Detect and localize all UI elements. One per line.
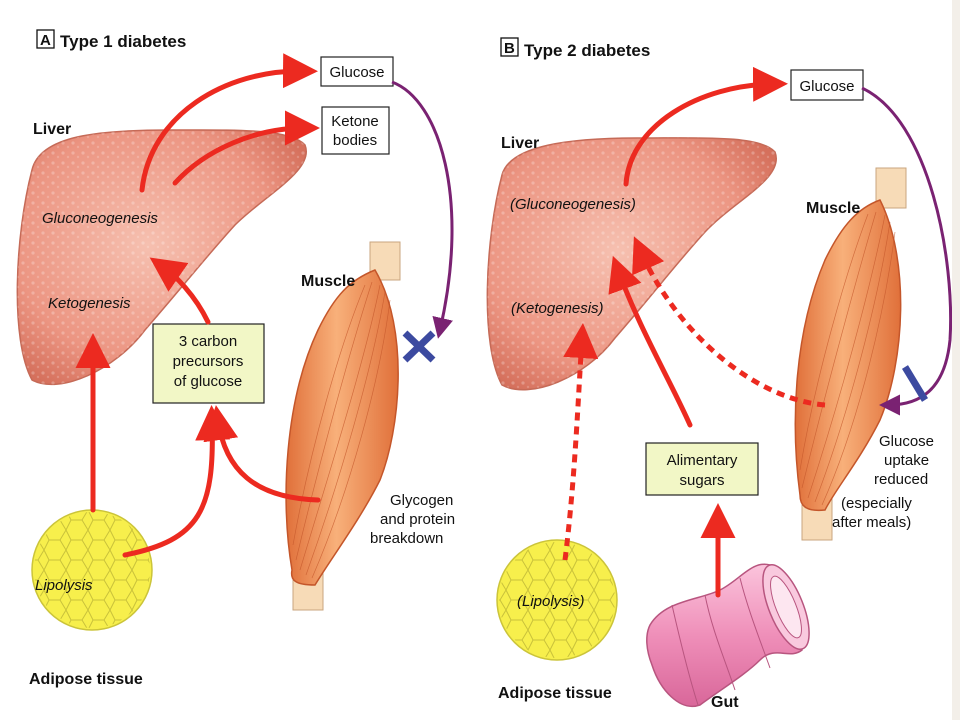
panel-a-title: Type 1 diabetes (60, 32, 186, 51)
glucose-b-text: Glucose (799, 78, 854, 95)
edge-strip (952, 0, 960, 720)
muscle-b (794, 167, 907, 541)
uptake-b-line3: reduced (874, 471, 928, 488)
panel-b-letter: B (504, 40, 515, 57)
panel-b: B Type 2 diabetes Liver (Gluconeogenesis… (486, 37, 953, 711)
panel-b-letter-box (500, 37, 519, 57)
ketogenesis-b-label: (Ketogenesis) (511, 300, 604, 317)
arrow-liver-to-glucose-a (139, 53, 318, 193)
uptake-b-line5: after meals) (832, 514, 911, 531)
muscle-a-label: Muscle (301, 273, 355, 290)
adipose-a-label: Adipose tissue (29, 671, 143, 688)
panel-b-title: Type 2 diabetes (524, 41, 650, 60)
breakdown-a-line1: Glycogen (390, 492, 453, 509)
glucose-box-b: Glucose (790, 69, 864, 101)
alimentary-b-line1: Alimentary (667, 452, 738, 469)
arrow-alimentary-to-gluconeogenesis-b (608, 255, 693, 428)
gut-b-label: Gut (711, 694, 739, 711)
lipolysis-a-label: Lipolysis (35, 577, 93, 594)
breakdown-a-line2: and protein (380, 511, 455, 528)
gut-b (646, 563, 810, 708)
liver-a-label: Liver (33, 121, 71, 138)
arrow-muscle-to-gluconeogenesis-dashed-b (632, 236, 826, 408)
arrow-liver-to-glucose-b (623, 66, 788, 187)
arrow-muscle-to-precursors-a (203, 405, 321, 503)
adipose-a (31, 509, 153, 631)
adipose-b (496, 539, 618, 661)
gluconeogenesis-b-label: (Gluconeogenesis) (510, 196, 636, 213)
arrow-liver-to-ketones-a (172, 110, 320, 186)
precursors-a-line1: 3 carbon (179, 333, 237, 350)
lipolysis-b-label: (Lipolysis) (517, 593, 585, 610)
glucose-box-a: Glucose (320, 56, 394, 87)
precursors-box-a: 3 carbon precursors of glucose (152, 323, 265, 404)
uptake-b-line2: uptake (884, 452, 929, 469)
liver-b-label: Liver (501, 135, 539, 152)
panel-a-letter: A (40, 32, 51, 49)
liver-b (486, 137, 778, 391)
glucose-a-text: Glucose (329, 64, 384, 81)
arrow-lipolysis-to-precursors-a (122, 405, 231, 558)
ketone-box-a: Ketone bodies (321, 106, 390, 155)
alimentary-b-line2: sugars (679, 472, 724, 489)
gluconeogenesis-a-label: Gluconeogenesis (42, 210, 158, 227)
arrow-precursors-to-gluconeogenesis-a (149, 257, 211, 325)
muscle-a (285, 241, 401, 611)
arrow-lipolysis-to-ketogenesis-dashed-b (562, 323, 599, 561)
uptake-blocked-icon (402, 330, 436, 363)
adipose-b-label: Adipose tissue (498, 685, 612, 702)
uptake-b-line1: Glucose (879, 433, 934, 450)
ketogenesis-a-label: Ketogenesis (48, 295, 131, 312)
arrow-glucose-to-muscle-a (391, 80, 454, 339)
uptake-b-line4: (especially (841, 495, 912, 512)
muscle-b-label: Muscle (806, 200, 860, 217)
panel-a: A Type 1 diabetes Liver Gluconeogenesis … (16, 29, 455, 688)
liver-a (16, 129, 308, 386)
uptake-reduced-icon (902, 365, 928, 402)
precursors-a-line3: of glucose (174, 373, 242, 390)
breakdown-a-line3: breakdown (370, 530, 443, 547)
panel-a-letter-box (36, 29, 55, 49)
ketone-a-line2: bodies (333, 132, 377, 149)
precursors-a-line2: precursors (173, 353, 244, 370)
alimentary-box-b: Alimentary sugars (645, 442, 759, 496)
ketone-a-line1: Ketone (331, 113, 379, 130)
